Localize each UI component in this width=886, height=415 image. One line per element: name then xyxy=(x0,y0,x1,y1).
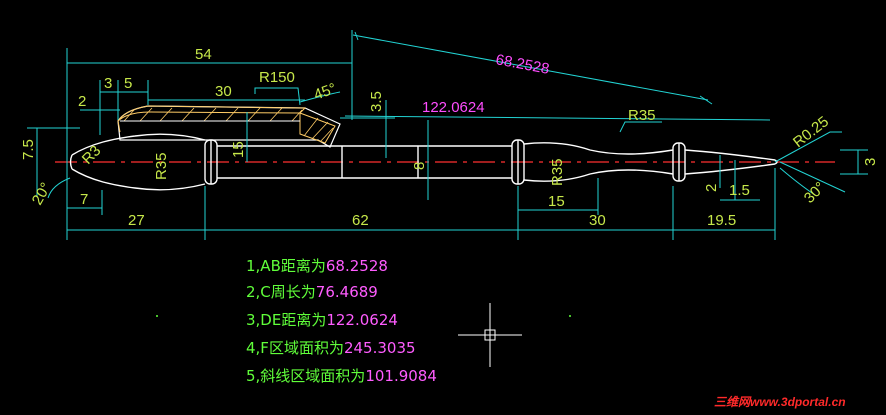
dim-3-5: 3.5 xyxy=(368,91,385,112)
note-1-value: 68.2528 xyxy=(326,257,388,275)
dim-62: 62 xyxy=(352,212,369,229)
note-4-label: 4,F区域面积为 xyxy=(246,339,344,357)
dim-2-left: 2 xyxy=(78,93,86,110)
handle-outline xyxy=(69,133,778,191)
dim-15-right: 15 xyxy=(548,193,565,210)
dim-r0-25: R0.25 xyxy=(790,113,832,151)
clip-section xyxy=(117,105,341,148)
dimension-texts: 54 3 5 2 30 R150 45° 3.5 68.2528 122.062… xyxy=(20,46,879,229)
dim-1-5: 1.5 xyxy=(729,182,750,199)
stray-point xyxy=(569,315,571,317)
note-3-label: 3,DE距离为 xyxy=(246,311,326,329)
note-5-value: 101.9084 xyxy=(365,367,437,385)
dim-3-right: 3 xyxy=(862,158,879,166)
note-3-value: 122.0624 xyxy=(326,311,398,329)
dim-7: 7 xyxy=(80,191,88,208)
note-4: 4,F区域面积为245.3035 xyxy=(246,339,416,357)
notes-block: 1,AB距离为68.2528 2,C周长为76.4689 3,DE距离为122.… xyxy=(246,257,437,385)
dim-r35-right: R35 xyxy=(549,158,566,186)
dim-r3: R3 xyxy=(79,142,105,168)
note-2-value: 76.4689 xyxy=(316,283,378,301)
dim-27: 27 xyxy=(128,212,145,229)
dim-r35-top: R35 xyxy=(628,107,656,124)
dim-122-0624: 122.0624 xyxy=(422,99,485,116)
dimension-lines xyxy=(27,30,868,240)
watermark: 三维网www.3dportal.cn xyxy=(714,395,846,409)
dim-15-left: 15 xyxy=(230,141,247,158)
stray-point xyxy=(156,315,158,317)
dim-angle-20: 20° xyxy=(29,180,55,208)
dim-30-bottom: 30 xyxy=(589,212,606,229)
dim-7-5: 7.5 xyxy=(20,139,37,160)
dim-8: 8 xyxy=(411,162,428,170)
note-5-label: 5,斜线区域面积为 xyxy=(246,367,365,385)
dim-angle-45: 45° xyxy=(312,80,339,104)
dim-54: 54 xyxy=(195,46,212,63)
note-5: 5,斜线区域面积为101.9084 xyxy=(246,367,437,385)
note-2-label: 2,C周长为 xyxy=(246,283,316,301)
dim-19-5: 19.5 xyxy=(707,212,736,229)
note-1: 1,AB距离为68.2528 xyxy=(246,257,388,275)
dim-r35-left: R35 xyxy=(153,152,170,180)
dim-3: 3 xyxy=(104,75,112,92)
dim-68-2528: 68.2528 xyxy=(494,51,550,78)
dim-30-top: 30 xyxy=(215,83,232,100)
dim-r150: R150 xyxy=(259,69,295,86)
dim-5: 5 xyxy=(124,75,132,92)
note-4-value: 245.3035 xyxy=(344,339,416,357)
note-3: 3,DE距离为122.0624 xyxy=(246,311,398,329)
note-2: 2,C周长为76.4689 xyxy=(246,283,378,301)
dim-2-right: 2 xyxy=(703,184,720,192)
crosshair-cursor-icon[interactable] xyxy=(458,303,522,367)
note-1-label: 1,AB距离为 xyxy=(246,257,326,275)
